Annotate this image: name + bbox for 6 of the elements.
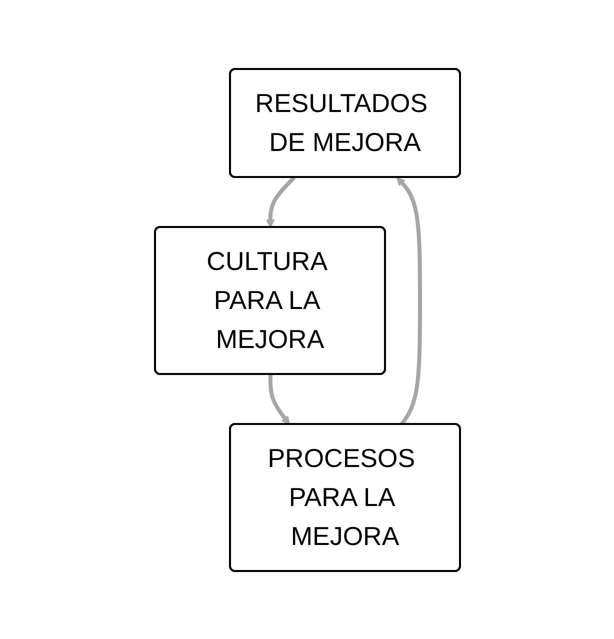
node-text: CULTURA PARA LA MEJORA — [206, 246, 326, 354]
arrow — [396, 176, 422, 426]
node-text: PROCESOS PARA LA MEJORA — [267, 442, 415, 550]
arrow — [265, 176, 296, 228]
node-text: RESULTADOS DE MEJORA — [254, 88, 428, 156]
arrow — [268, 374, 290, 424]
